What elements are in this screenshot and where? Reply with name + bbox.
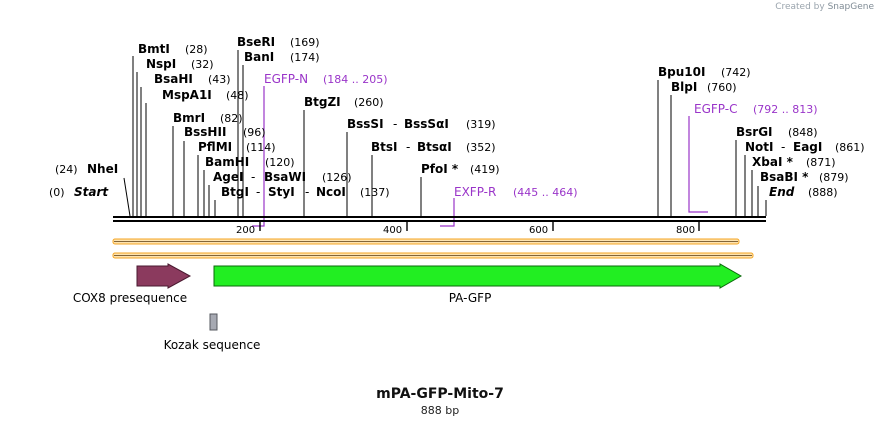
- site-label-bani[interactable]: BanI(174): [244, 50, 320, 64]
- site-label-noti-eagi[interactable]: NotI-EagI(861): [745, 140, 865, 154]
- site-label-xbai[interactable]: XbaI *(871): [752, 155, 836, 169]
- primer-label-exfp-r[interactable]: EXFP-R (445 .. 464): [454, 185, 578, 199]
- site-label-btgi-styi-ncoi[interactable]: BtgI-StyI-NcoI(137): [221, 185, 390, 199]
- orf-bars: [112, 238, 754, 259]
- site-label-pflmi[interactable]: PflMI(114): [198, 140, 276, 154]
- site-label-pfoi[interactable]: PfoI *(419): [421, 162, 500, 176]
- site-label-bsshii[interactable]: BssHII(96): [184, 125, 266, 139]
- site-label-bsabi[interactable]: BsaBI *(879): [760, 170, 849, 184]
- site-label-nhei[interactable]: (24)NheI: [55, 162, 118, 176]
- site-label-bpu10i[interactable]: Bpu10I(742): [658, 65, 751, 79]
- pa-gfp-arrow[interactable]: [213, 263, 743, 289]
- site-label-btsi[interactable]: BtsI-BtsαI(352): [371, 140, 496, 154]
- site-label-bmri[interactable]: BmrI(82): [173, 111, 243, 125]
- credit-prefix: Created by: [775, 2, 825, 12]
- site-labels: BmtI(28) NspI(32) BsaHI(43) MspA1I(48) B…: [49, 35, 865, 199]
- ruler-labels: 200 400 600 800: [236, 225, 695, 236]
- sequence-backbone: [113, 216, 766, 222]
- site-label-bseri[interactable]: BseRI(169): [237, 35, 320, 49]
- snapgene-credit: Created by SnapGene: [775, 2, 874, 12]
- kozak-sequence-box[interactable]: [209, 313, 218, 331]
- site-label-nspi[interactable]: NspI(32): [146, 57, 214, 71]
- site-label-bsahi[interactable]: BsaHI(43): [154, 72, 231, 86]
- site-label-bamhi[interactable]: BamHI(120): [205, 155, 295, 169]
- sequence-map: 200 400 600 800 COX8 presequence PA-GFP …: [49, 35, 865, 352]
- feature-labels: COX8 presequence PA-GFP Kozak sequence: [73, 291, 491, 352]
- primer-label-egfp-c[interactable]: EGFP-C (792 .. 813): [694, 102, 818, 116]
- site-label-mspa1i[interactable]: MspA1I(48): [162, 88, 249, 102]
- primer-labels: EGFP-N (184 .. 205) EGFP-C (792 .. 813) …: [264, 72, 818, 199]
- ruler-tick-label: 800: [676, 225, 695, 236]
- credit-brand: SnapGene: [827, 2, 874, 12]
- site-label-bmti[interactable]: BmtI(28): [138, 42, 208, 56]
- feature-label-kozak: Kozak sequence: [164, 338, 261, 352]
- site-label-blpi[interactable]: BlpI(760): [671, 80, 737, 94]
- ruler-tick-label: 600: [529, 225, 548, 236]
- cut-site-lines: [123, 50, 767, 217]
- start-label: (0)Start: [49, 185, 109, 199]
- feature-label-pa-gfp: PA-GFP: [449, 291, 492, 305]
- construct-length: 888 bp: [420, 404, 460, 417]
- primer-label-egfp-n[interactable]: EGFP-N (184 .. 205): [264, 72, 388, 86]
- feature-label-cox8: COX8 presequence: [73, 291, 187, 305]
- end-label: End(888): [769, 185, 838, 199]
- ruler-tick-label: 400: [383, 225, 402, 236]
- site-label-bsrgi[interactable]: BsrGI(848): [736, 125, 818, 139]
- site-label-btgzi[interactable]: BtgZI(260): [304, 95, 384, 109]
- primer-markers: [252, 86, 708, 227]
- construct-title: mPA-GFP-Mito-7: [376, 386, 504, 402]
- ruler-tick-label: 200: [236, 225, 255, 236]
- site-label-bsssi[interactable]: BssSI-BssSαI(319): [347, 117, 496, 131]
- ruler-ticks: [259, 222, 700, 231]
- cox8-presequence-arrow[interactable]: [136, 263, 192, 289]
- site-label-agei-bsawi[interactable]: AgeI-BsaWI(126): [213, 170, 352, 184]
